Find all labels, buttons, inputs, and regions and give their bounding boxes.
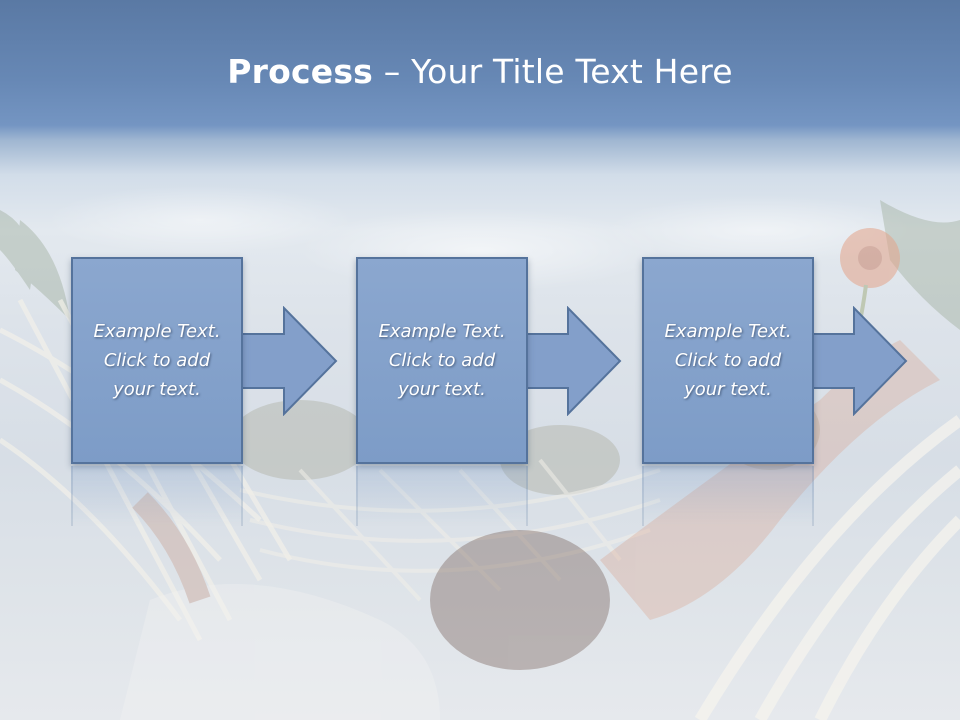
title-rest: – Your Title Text Here <box>373 52 733 91</box>
process-step-2[interactable]: Example Text. Click to add your text. <box>356 257 528 464</box>
process-arrow-2 <box>522 306 622 416</box>
process-step-3-reflection <box>642 466 814 526</box>
process-step-1[interactable]: Example Text. Click to add your text. <box>71 257 243 464</box>
process-step-1-reflection <box>71 466 243 526</box>
process-step-3[interactable]: Example Text. Click to add your text. <box>642 257 814 464</box>
slide-title[interactable]: Process – Your Title Text Here <box>0 52 960 91</box>
process-step-3-text: Example Text. Click to add your text. <box>664 321 792 400</box>
process-step-2-text: Example Text. Click to add your text. <box>378 321 506 400</box>
process-arrow-1 <box>238 306 338 416</box>
process-step-1-text: Example Text. Click to add your text. <box>93 321 221 400</box>
process-arrow-3 <box>808 306 908 416</box>
process-step-2-reflection <box>356 466 528 526</box>
title-bold: Process <box>227 52 374 91</box>
